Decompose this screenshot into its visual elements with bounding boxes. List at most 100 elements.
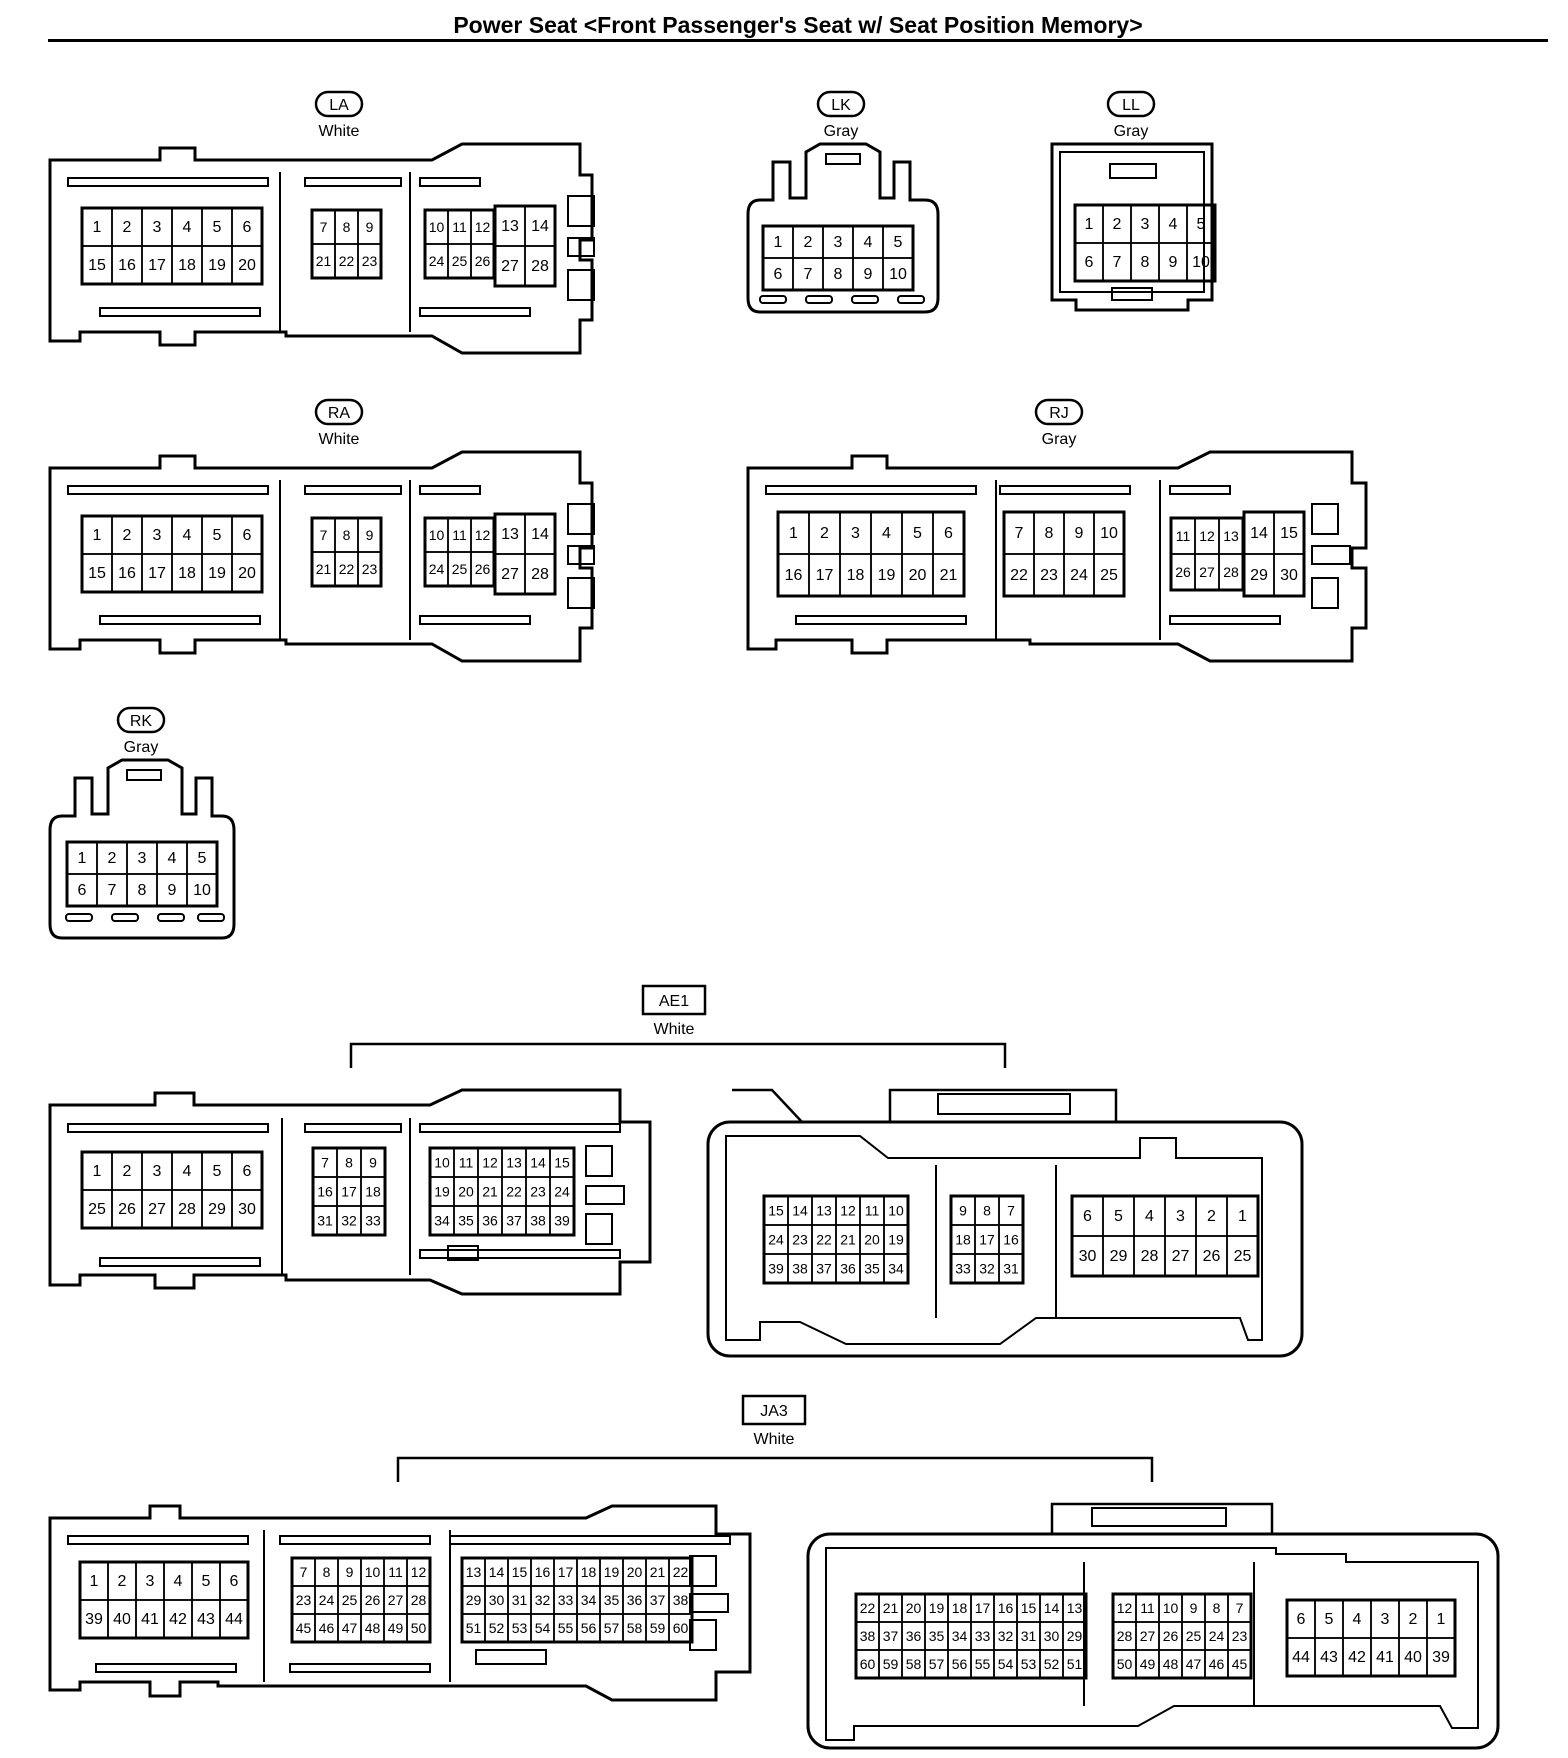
pin-number: 30 — [238, 1201, 256, 1218]
pin-number: 18 — [178, 565, 196, 582]
pin-number: 11 — [388, 1564, 403, 1580]
pin-number: 20 — [627, 1564, 643, 1580]
pin-number: 21 — [840, 1232, 856, 1248]
pin-number: 14 — [530, 1155, 546, 1171]
pin-number: 23 — [1040, 567, 1058, 584]
pin-number: 24 — [1070, 567, 1088, 584]
pin-number: 6 — [243, 1163, 252, 1180]
pin-number: 10 — [365, 1564, 381, 1580]
pin-number: 58 — [906, 1656, 922, 1672]
pin-number: 38 — [673, 1592, 689, 1608]
pin-number: 27 — [1172, 1248, 1190, 1265]
pin-number: 42 — [1348, 1649, 1366, 1666]
pin-number: 23 — [296, 1592, 312, 1608]
pin-number: 9 — [1169, 254, 1178, 271]
pin-number: 10 — [1163, 1600, 1179, 1616]
pin-number: 34 — [888, 1261, 904, 1277]
pin-cell — [357, 551, 382, 587]
pin-number: 9 — [1075, 525, 1084, 542]
pin-cell — [524, 245, 556, 287]
pin-number: 14 — [1250, 525, 1268, 542]
pin-number: 4 — [864, 234, 873, 251]
pin-number: 9 — [864, 266, 873, 283]
pin-number: 34 — [434, 1213, 450, 1229]
pin-number: 19 — [208, 257, 226, 274]
pin-number: 10 — [1192, 254, 1210, 271]
pin-number: 13 — [501, 526, 519, 543]
pin-number: 44 — [225, 1611, 243, 1628]
pin-number: 26 — [365, 1592, 381, 1608]
pin-number: 18 — [581, 1564, 597, 1580]
pin-number: 30 — [489, 1592, 505, 1608]
pin-number: 22 — [506, 1184, 522, 1200]
pin-number: 13 — [506, 1155, 522, 1171]
pin-number: 26 — [1163, 1628, 1179, 1644]
pin-number: 8 — [343, 527, 351, 543]
pin-number: 4 — [168, 850, 177, 867]
connector-id-badge — [816, 90, 866, 118]
connector-id-badge — [314, 90, 364, 118]
pin-number: 29 — [1250, 567, 1268, 584]
connector-housing — [746, 450, 1368, 663]
pin-cell — [549, 1205, 575, 1236]
pin-number: 17 — [558, 1564, 574, 1580]
pin-number: 27 — [388, 1592, 404, 1608]
pin-cell — [231, 245, 263, 285]
latch — [304, 177, 402, 187]
pin-number: 26 — [475, 561, 491, 577]
pin-number: 15 — [88, 257, 106, 274]
connector-housing — [1050, 142, 1214, 312]
pin-number: 1 — [1085, 216, 1094, 233]
pin-number: 49 — [1140, 1656, 1156, 1672]
pin-number: 22 — [673, 1564, 689, 1580]
pin-number: 37 — [650, 1592, 666, 1608]
pin-number: 6 — [243, 219, 252, 236]
pin-number: 49 — [388, 1620, 404, 1636]
pin-number: 22 — [1010, 567, 1028, 584]
latch — [419, 307, 531, 317]
pin-number: 32 — [535, 1592, 551, 1608]
pin-number: 16 — [118, 257, 136, 274]
connector-housing — [48, 758, 236, 940]
pin-number: 6 — [243, 527, 252, 544]
connector-id: RK — [130, 713, 153, 730]
connector-id-badge — [116, 706, 166, 734]
pin-number: 15 — [554, 1155, 570, 1171]
pin-number: 4 — [882, 525, 891, 542]
connector-housing — [48, 142, 594, 355]
pin-number: 7 — [1015, 525, 1024, 542]
pin-number: 5 — [213, 527, 222, 544]
pin-number: 8 — [138, 882, 147, 899]
connector-id: RJ — [1049, 405, 1069, 422]
pin-number: 17 — [816, 567, 834, 584]
pin-number: 10 — [1100, 525, 1118, 542]
pin-number: 57 — [929, 1656, 945, 1672]
pin-number: 1 — [78, 850, 87, 867]
pin-number: 28 — [178, 1201, 196, 1218]
pin-number: 20 — [906, 1600, 922, 1616]
pin-number: 29 — [208, 1201, 226, 1218]
pin-number: 7 — [108, 882, 117, 899]
pin-number: 3 — [834, 234, 843, 251]
pin-number: 53 — [512, 1620, 528, 1636]
lock-tab — [567, 195, 595, 227]
connector-housing — [48, 450, 594, 663]
pin-number: 9 — [369, 1155, 377, 1171]
pin-number: 8 — [834, 266, 843, 283]
pin-number: 30 — [1079, 1248, 1097, 1265]
pin-number: 38 — [530, 1213, 546, 1229]
pin-number: 4 — [183, 1163, 192, 1180]
pin-number: 20 — [458, 1184, 474, 1200]
pin-number: 1 — [774, 234, 783, 251]
pin-number: 15 — [1021, 1600, 1037, 1616]
pin-number: 2 — [123, 1163, 132, 1180]
